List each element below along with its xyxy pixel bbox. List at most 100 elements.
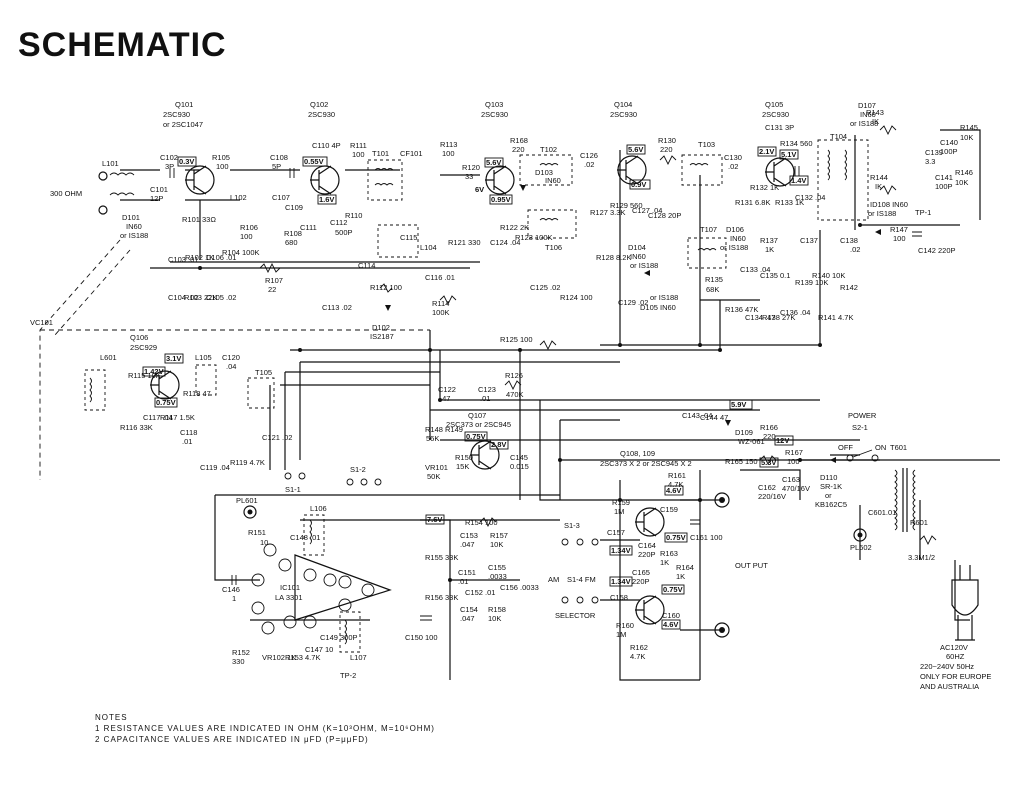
label-r113: R113 bbox=[440, 140, 457, 149]
label-c138v: .02 bbox=[850, 245, 860, 254]
label-r167v: 100 bbox=[787, 457, 800, 466]
voltage-22: 1.34V bbox=[611, 577, 631, 586]
label-c139: C139 bbox=[925, 148, 943, 157]
label-c147: C147 10 bbox=[305, 645, 333, 654]
q108-label: Q108, 109 bbox=[620, 449, 655, 458]
label-c141v: 100P bbox=[935, 182, 953, 191]
label-c128: C128 20P bbox=[648, 211, 681, 220]
label-r142: R142 bbox=[840, 283, 858, 292]
switch-s1-1 bbox=[284, 472, 306, 480]
transistor-q102 bbox=[310, 165, 340, 195]
label-c126: C126 bbox=[580, 151, 598, 160]
q101-part: 2SC930 bbox=[163, 110, 190, 119]
label-r149: R149 bbox=[445, 425, 463, 434]
label-r163: R163 bbox=[660, 549, 678, 558]
label-r150: R150 bbox=[455, 453, 473, 462]
label-acv: 60HZ bbox=[946, 652, 965, 661]
label-t104: T104 bbox=[830, 132, 847, 141]
label-c138: C138 bbox=[840, 236, 858, 245]
label-s11: S1-1 bbox=[285, 485, 301, 494]
label-c123: C123 bbox=[478, 385, 496, 394]
label-r135: R135 bbox=[705, 275, 723, 284]
label-c153: C153 bbox=[460, 531, 478, 540]
label-c133: C133 .04 bbox=[740, 265, 770, 274]
label-d110b: SR-1K bbox=[820, 482, 842, 491]
q105-label: Q105 bbox=[765, 100, 783, 109]
label-s21: S2-1 bbox=[852, 423, 868, 432]
label-c126v: .02 bbox=[584, 160, 594, 169]
voltage-11: 3.1V bbox=[166, 354, 181, 363]
label-r159v: 1M bbox=[614, 507, 624, 516]
transistor-q109 bbox=[635, 595, 665, 625]
label-d102b: IS2187 bbox=[370, 332, 394, 341]
label-r111: R111 bbox=[350, 141, 367, 150]
label-r144: R144 bbox=[870, 173, 888, 182]
voltage-7: 0.9V bbox=[631, 180, 646, 189]
label-c101: C101 bbox=[150, 185, 168, 194]
label-r107: R107 bbox=[265, 276, 283, 285]
label-r143v: IK bbox=[872, 117, 879, 126]
label-c115: C115 bbox=[400, 233, 417, 242]
label-c140v: 100P bbox=[940, 147, 958, 156]
label-l107: L107 bbox=[350, 653, 367, 662]
label-r131: R131 6.8K bbox=[735, 198, 770, 207]
q105-part: 2SC930 bbox=[762, 110, 789, 119]
label-r154: R154 100 bbox=[465, 518, 498, 527]
label-pl601: PL601 bbox=[236, 496, 258, 505]
notes-heading: NOTES bbox=[95, 713, 128, 722]
coil-l107-box bbox=[339, 611, 361, 653]
label-r148: R148 bbox=[425, 425, 443, 434]
coil-l101 bbox=[109, 172, 135, 196]
label-r141: R141 4.7K bbox=[818, 313, 853, 322]
label-r145: R145 bbox=[960, 123, 978, 132]
label-r108v: 680 bbox=[285, 238, 298, 247]
label-r137v: 1K bbox=[765, 245, 774, 254]
label-d105b: or IS188 bbox=[650, 293, 678, 302]
label-r116: R116 33K bbox=[120, 423, 153, 432]
label-r135v: 68K bbox=[706, 285, 719, 294]
q108-part: 2SC373 X 2 or 2SC945 X 2 bbox=[600, 459, 692, 468]
label-r166v: 220 bbox=[763, 432, 776, 441]
label-r147: R147 bbox=[890, 225, 908, 234]
label-c154: C154 bbox=[460, 605, 478, 614]
transistor-q103 bbox=[485, 165, 515, 195]
q107-part: 2SC373 or 2SC945 bbox=[446, 420, 511, 429]
label-c131: C131 3P bbox=[765, 123, 794, 132]
label-r108: R108 bbox=[284, 229, 302, 238]
label-r163v: 1K bbox=[660, 558, 669, 567]
label-c140: C140 bbox=[940, 138, 958, 147]
label-l104: L104 bbox=[420, 243, 437, 252]
label-d101b: IN60 bbox=[126, 222, 142, 231]
label-r112: R112 100 bbox=[370, 283, 402, 292]
q103-part: 2SC930 bbox=[481, 110, 508, 119]
page-title: SCHEMATIC bbox=[18, 26, 227, 64]
label-r104: R104 100K bbox=[222, 248, 260, 257]
ic-part: LA 3301 bbox=[275, 593, 303, 602]
label-r161v: 4.7K bbox=[668, 480, 683, 489]
label-c145v: 0.015 bbox=[510, 462, 529, 471]
label-c108: C108 bbox=[270, 153, 288, 162]
label-c136: C136 .04 bbox=[780, 308, 810, 317]
voltage-8: 2.1V bbox=[759, 147, 774, 156]
label-r107v: 22 bbox=[268, 285, 276, 294]
voltage-10: 1.4V bbox=[791, 176, 806, 185]
label-r148v: 56K bbox=[426, 434, 439, 443]
label-vr101: VR101 bbox=[425, 463, 448, 472]
label-output: OUT PUT bbox=[735, 561, 768, 570]
label-c118: C118 bbox=[180, 428, 197, 437]
label-r164: R164 bbox=[676, 563, 694, 572]
voltage-23: 0.75V bbox=[663, 585, 683, 594]
label-c123v: .01 bbox=[480, 394, 490, 403]
pl602-jack bbox=[853, 528, 867, 542]
label-vc101: VC101 bbox=[30, 318, 53, 327]
label-c139v: 3.3 bbox=[925, 157, 935, 166]
label-r118: R118 47 bbox=[183, 389, 211, 398]
label-r128: R128 8.2K bbox=[596, 253, 631, 262]
transformer-t106-box bbox=[527, 209, 577, 239]
label-d110d: KB162C5 bbox=[815, 500, 847, 509]
label-c118v: .01 bbox=[182, 437, 192, 446]
transformer-t104-box bbox=[817, 139, 869, 221]
label-r160: R160 bbox=[616, 621, 634, 630]
label-on: ON bbox=[875, 443, 886, 452]
label-c101v: 12P bbox=[150, 194, 163, 203]
